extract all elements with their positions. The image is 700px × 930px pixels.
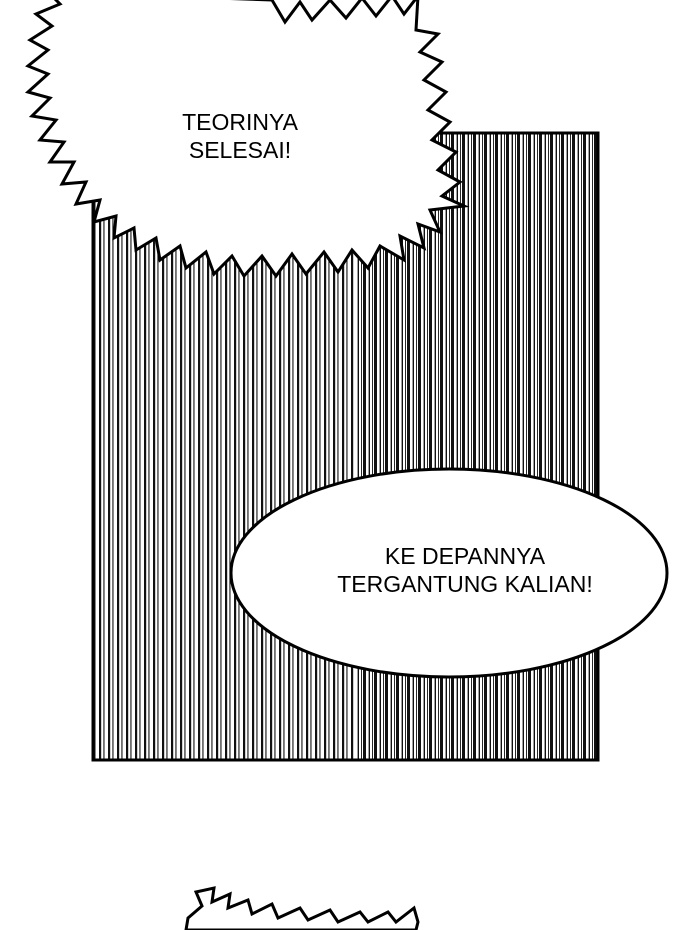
spiky-balloon-partial-bottom bbox=[184, 886, 420, 930]
oval-balloon-bottom bbox=[229, 467, 669, 679]
spiky-balloon-top bbox=[24, 0, 470, 279]
oval-balloon-line2: TERGANTUNG KALIAN! bbox=[337, 571, 593, 598]
spiky-balloon-line2: SELESAI! bbox=[188, 137, 292, 164]
oval-balloon-line1: KE DEPANNYA bbox=[384, 543, 546, 569]
spiky-balloon-line1: TEORINYA bbox=[182, 109, 298, 135]
